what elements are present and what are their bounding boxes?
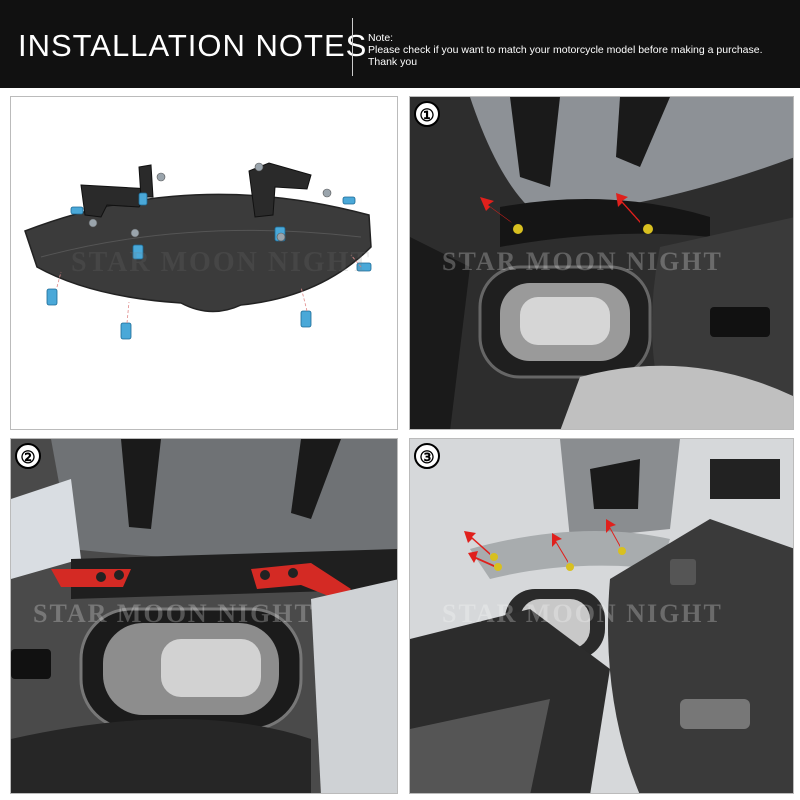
step-1-photo: [410, 97, 793, 429]
step-2-panel: ② STAR MOON NIGHT: [10, 438, 398, 794]
watermark: STAR MOON NIGHT: [442, 599, 723, 628]
header-divider: [352, 18, 353, 76]
step-3-panel: ③ STAR MOON NIGHT: [409, 438, 794, 794]
step-number-2: ②: [15, 443, 41, 469]
parts-diagram-illustration: [24, 162, 372, 340]
step-2-photo: [11, 439, 397, 793]
note-block: Note: Please check if you want to match …: [368, 32, 763, 68]
step-1-panel: ① STAR MOON NIGHT: [409, 96, 794, 430]
watermark: STAR MOON NIGHT: [71, 247, 372, 278]
parts-diagram-panel: STAR MOON NIGHT: [10, 96, 398, 430]
step-3-photo: [410, 439, 793, 793]
note-label: Note:: [368, 32, 394, 44]
step-number-3: ③: [414, 443, 440, 469]
page-title: INSTALLATION NOTES: [18, 28, 368, 63]
note-thanks: Thank you: [368, 56, 418, 68]
note-text: Please check if you want to match your m…: [368, 44, 763, 56]
step-number-1: ①: [414, 101, 440, 127]
watermark: STAR MOON NIGHT: [33, 599, 314, 628]
header-banner: INSTALLATION NOTES Note: Please check if…: [0, 0, 800, 88]
watermark: STAR MOON NIGHT: [442, 247, 723, 276]
